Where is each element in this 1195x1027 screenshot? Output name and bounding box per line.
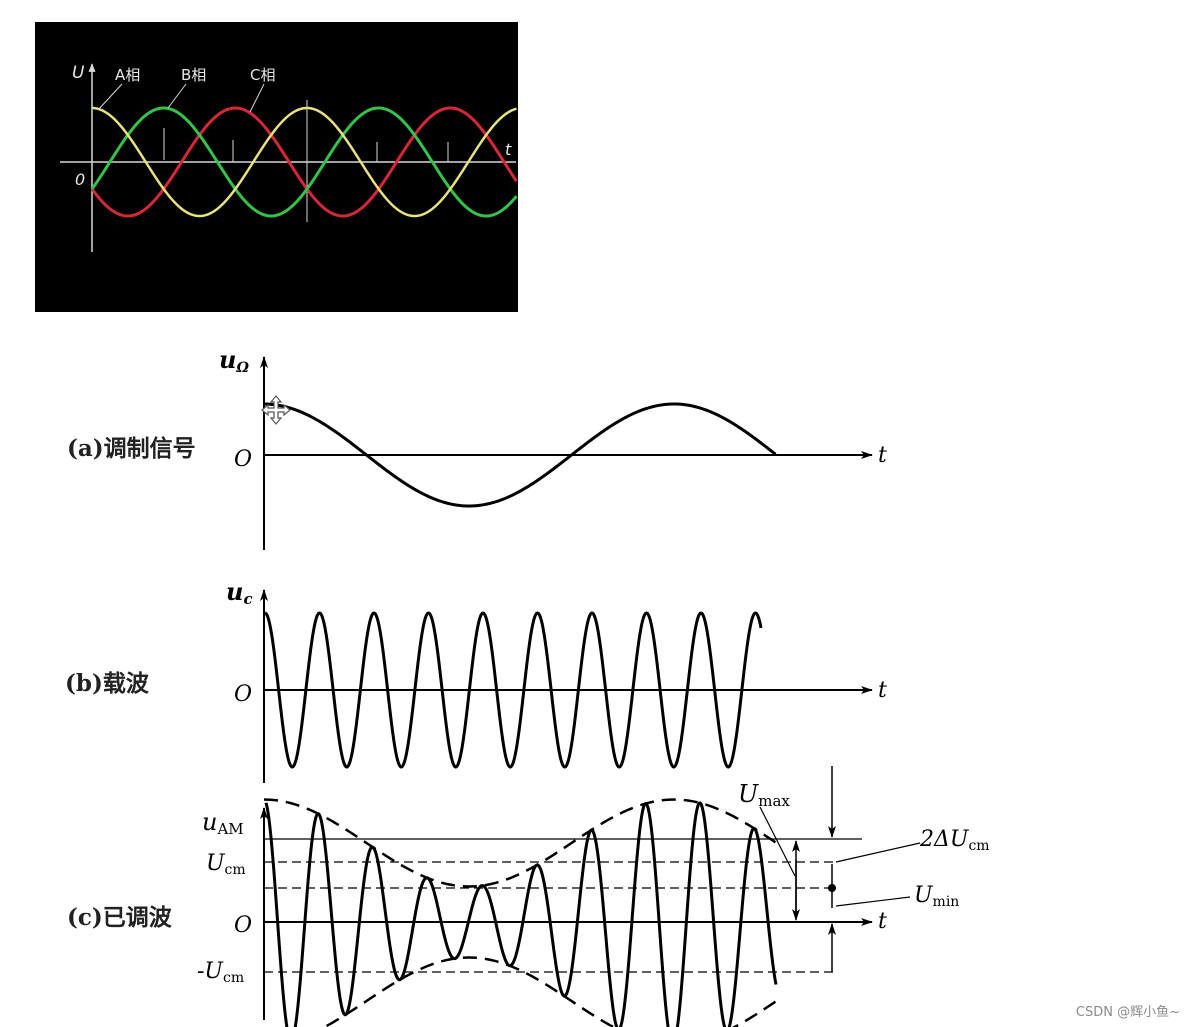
umin-leader [835, 896, 911, 907]
umin-label: Umin [914, 883, 959, 910]
panel-b-carrier: uc O t (b)载波 [65, 577, 887, 783]
panel-a-t-label: t [878, 443, 887, 468]
ucm-label: Ucm [206, 851, 246, 878]
phase-b-leader [167, 83, 187, 109]
umax-label: Umax [738, 780, 790, 810]
panel-c-u-label: uAM [202, 808, 244, 838]
phase-a-leader [97, 83, 123, 111]
delta-ucm-label: 2ΔUcm [919, 827, 990, 854]
phase-b-label: B相 [181, 66, 206, 84]
panel-b-origin-label: O [234, 682, 252, 707]
panel-c-am-wave: uAM Ucm O t -Ucm Umax 2ΔUcm Umin (c)已调波 [67, 766, 990, 1027]
neg-ucm-label: -Ucm [197, 959, 244, 986]
umax-leader [759, 806, 796, 877]
panel-b-u-label: uc [226, 577, 253, 608]
carrier-curve [264, 611, 763, 769]
three-phase-panel: U 0 t A相 B相 C相 [35, 22, 518, 312]
panel-c-origin-label: O [234, 913, 252, 938]
panel-b-t-label: t [878, 678, 887, 703]
panel-a-caption: (a)调制信号 [67, 435, 196, 462]
upper-envelope [263, 798, 777, 888]
panel-b-caption: (b)载波 [65, 670, 150, 697]
move-cursor-icon [261, 395, 291, 425]
csdn-watermark: CSDN @辉小鱼~ [1076, 1004, 1180, 1020]
three-phase-grid [163, 100, 449, 222]
panel-a-u-label: uΩ [219, 345, 249, 376]
panel-c-t-label: t [878, 909, 887, 934]
phase-b-curve [90, 106, 518, 218]
phase-c-curve [90, 106, 518, 218]
three-phase-u-label: U [72, 63, 85, 83]
three-phase-origin-label: 0 [75, 170, 85, 189]
panel-c-caption: (c)已调波 [67, 904, 173, 931]
three-phase-background [35, 22, 518, 312]
am-wave-curve [264, 801, 778, 1027]
phase-c-label: C相 [250, 66, 275, 84]
modulating-signal-curve [263, 402, 777, 508]
phase-c-leader [249, 83, 265, 113]
delta-leader [835, 842, 921, 863]
center-dot [828, 884, 836, 892]
panel-a-modulating-signal: uΩ O t (a)调制信号 [67, 345, 887, 550]
panel-a-origin-label: O [234, 447, 252, 472]
three-phase-t-label: t [505, 140, 512, 159]
lower-envelope [321, 956, 777, 1027]
phase-a-curve [91, 106, 517, 218]
phase-a-label: A相 [115, 66, 140, 84]
